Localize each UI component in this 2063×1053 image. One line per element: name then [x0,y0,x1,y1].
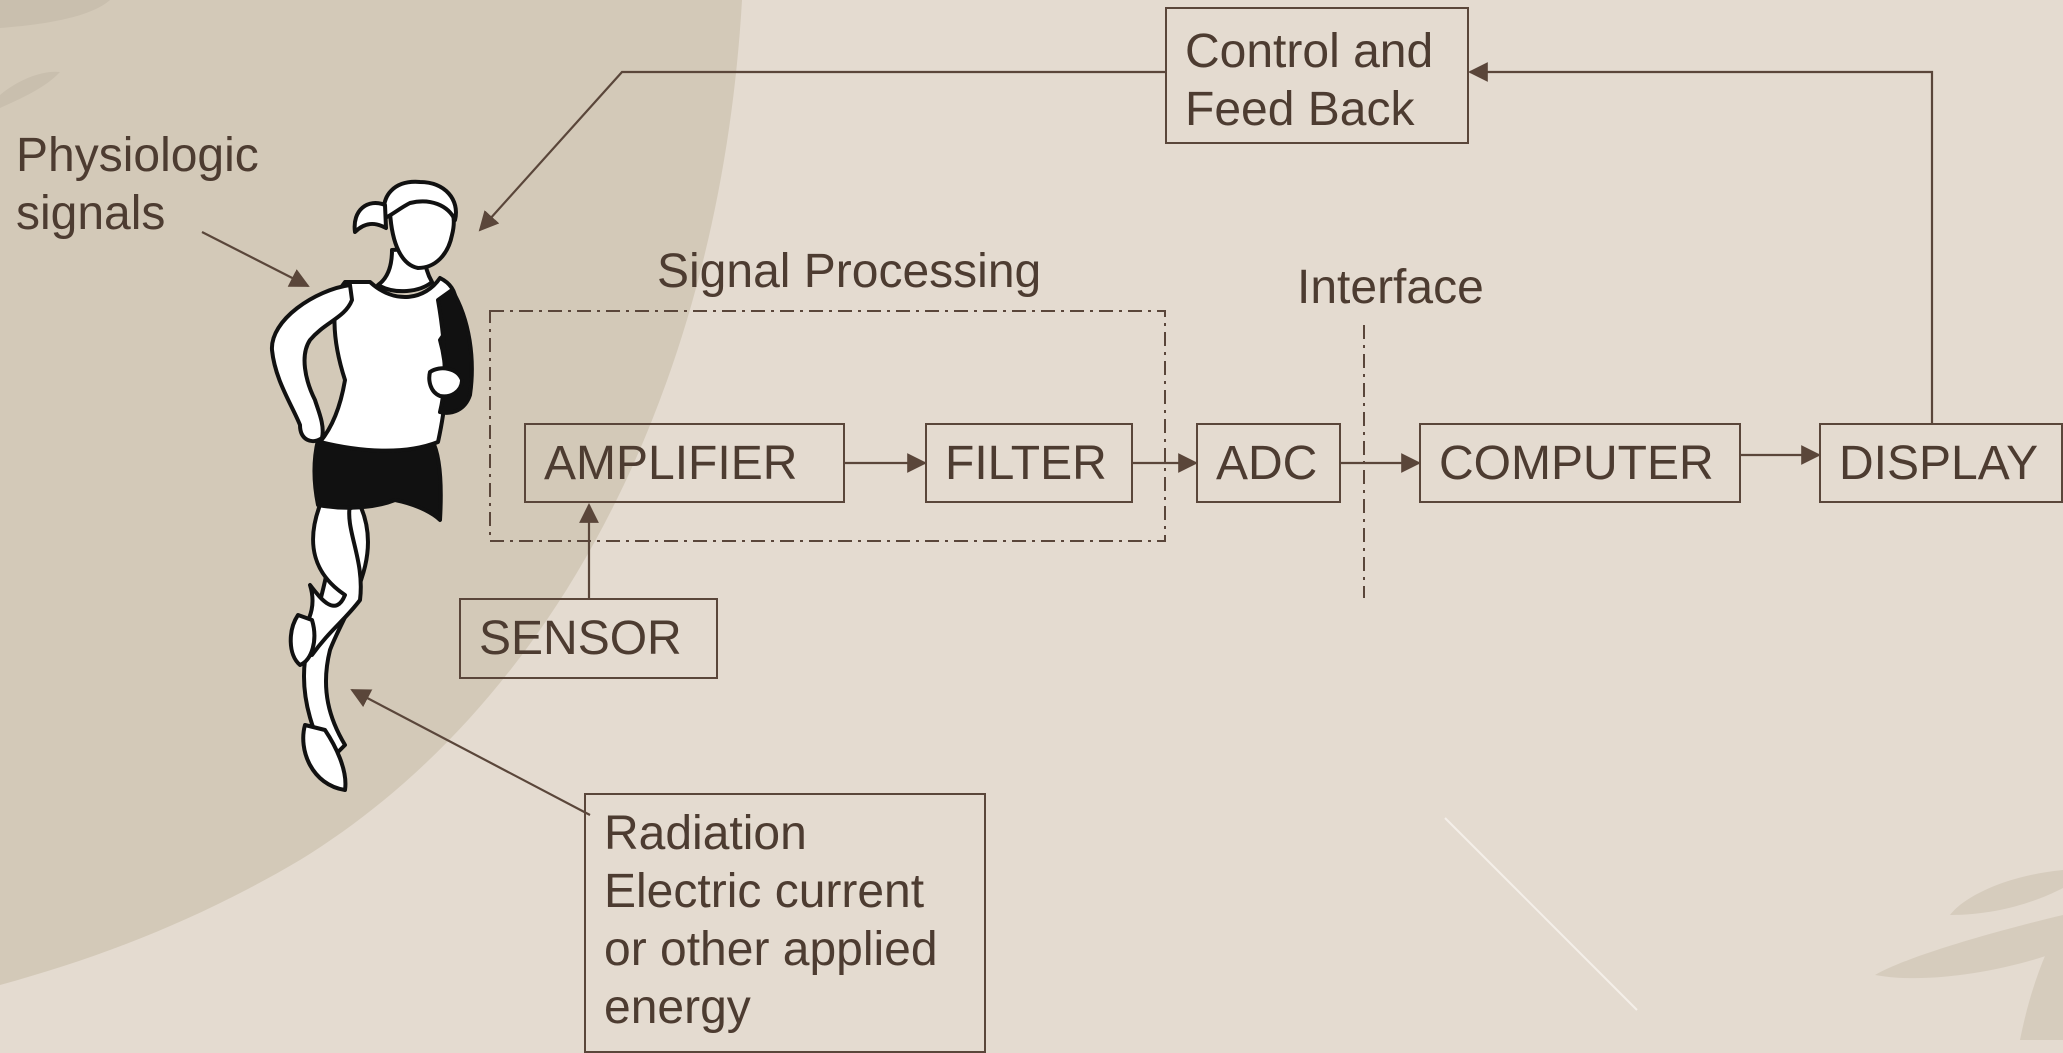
radiation-line-1: Radiation [604,807,807,860]
leaf-decoration-top-left [0,0,110,28]
interface-label: Interface [1297,261,1484,314]
adc-box: ADC [1196,423,1341,503]
leaf-decoration-bottom-right-2 [1875,915,2063,979]
sensor-box: SENSOR [459,598,718,679]
filter-box: FILTER [925,423,1133,503]
signal-processing-label: Signal Processing [657,245,1042,298]
arrow-radiation-to-runner [350,689,591,816]
leaf-decoration-bottom-right [1950,870,2063,915]
physiologic-signals-label-line2: signals [16,187,166,240]
amplifier-box: AMPLIFIER [524,423,845,503]
radiation-energy-box: Radiation Electric current or other appl… [584,793,986,1053]
radiation-line-2: Electric current [604,865,925,918]
display-box: DISPLAY [1819,423,2063,503]
arrow-physiologic-signals [201,231,310,287]
decorative-light-line [1444,817,1638,1011]
computer-box: COMPUTER [1419,423,1741,503]
leaf-decoration-left [0,71,60,108]
radiation-line-3: or other applied [604,923,938,976]
control-feedback-line1: Control and [1185,25,1434,78]
physiologic-signals-label-line1: Physiologic [16,129,259,182]
arrow-display-to-control [1468,62,1934,423]
control-feedback-box: Control and Feed Back [1165,7,1469,144]
signal-processing-boundary [489,310,1166,542]
arrow-control-to-runner [478,70,1165,232]
runner-figure [269,179,474,792]
leaf-stem-bottom-right [2020,920,2063,1040]
control-feedback-line2: Feed Back [1185,83,1415,136]
radiation-line-4: energy [604,981,751,1034]
